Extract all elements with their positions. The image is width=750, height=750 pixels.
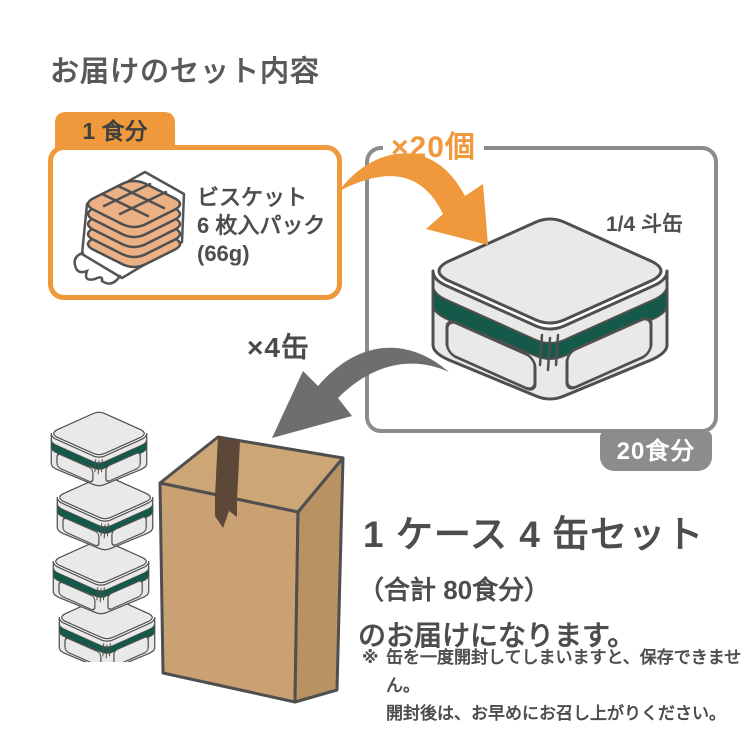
biscuit-pack-description: ビスケット 6 枚入パック (66g) xyxy=(197,184,325,268)
serving-tab: 1 食分 xyxy=(55,112,175,150)
quarter-can-label: 1/4 斗缶 xyxy=(606,213,684,236)
biscuit-weight: (66g) xyxy=(197,241,250,266)
footnote: ※ 缶を一度開封してしまいますと、保存できません。 開封後は、お早めにお召し上が… xyxy=(362,644,750,728)
footnote-line-1: 缶を一度開封してしまいますと、保存できません。 xyxy=(386,648,742,695)
servings-badge-label: 20食分 xyxy=(616,438,696,465)
footnote-marker: ※ xyxy=(362,648,379,667)
summary-line-3: のお届けになります。 xyxy=(358,620,636,651)
packing-tape-front xyxy=(215,496,237,528)
biscuit-pack-size: 6 枚入パック xyxy=(197,213,326,238)
summary-line-1: 1 ケース 4 缶セット xyxy=(363,514,705,555)
footnote-line-2: 開封後は、お早めにお召し上がりください。 xyxy=(386,704,726,723)
biscuit-name: ビスケット xyxy=(197,185,308,210)
packing-tape-top xyxy=(215,437,240,500)
multiplier-x4-label: ×4缶 xyxy=(247,332,310,363)
summary-line-2: （合計 80食分） xyxy=(358,575,551,605)
multiplier-x20-label: ×20個 xyxy=(383,122,484,166)
quarter-can-illustration xyxy=(431,217,669,401)
page-title: お届けのセット内容 xyxy=(50,56,321,88)
serving-tab-label: 1 食分 xyxy=(82,118,148,144)
servings-badge: 20食分 xyxy=(600,431,712,471)
biscuit-pack-illustration xyxy=(73,170,186,285)
cardboard-box-illustration xyxy=(158,435,345,704)
delivery-summary: 1 ケース 4 缶セット （合計 80食分） のお届けになります。 xyxy=(358,504,704,654)
